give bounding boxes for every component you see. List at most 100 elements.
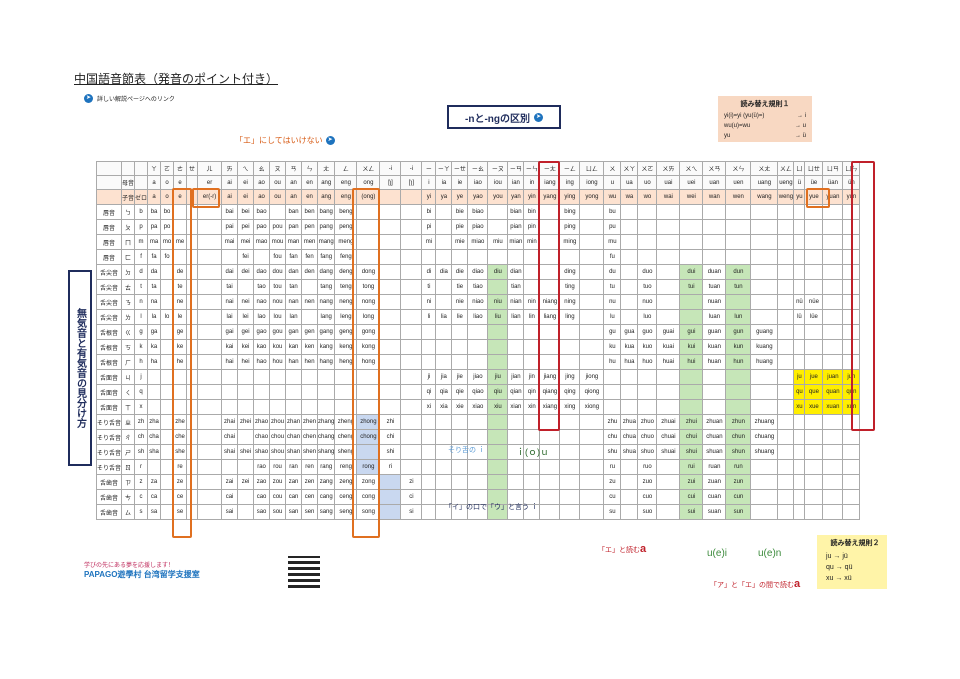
table-cell: chuo <box>637 429 658 445</box>
table-cell: yuan <box>822 189 844 205</box>
table-cell <box>379 324 402 340</box>
table-cell: ㄢ <box>285 161 303 176</box>
table-cell <box>822 504 844 520</box>
table-cell <box>559 489 581 505</box>
table-cell: ha <box>147 354 162 370</box>
table-cell: bei <box>237 204 255 220</box>
table-cell <box>269 369 287 385</box>
table-cell: men <box>301 234 319 250</box>
table-cell <box>400 309 423 325</box>
table-cell: ㄜ <box>173 161 188 176</box>
aspiration-side-label[interactable]: 無気音と有気音の見分け方 <box>68 270 92 466</box>
e-warning-text: 「エ」にしてはいけない <box>235 136 323 145</box>
table-cell: hen <box>301 354 319 370</box>
table-cell <box>197 249 223 265</box>
table-cell: ti <box>421 279 437 295</box>
table-cell <box>750 309 779 325</box>
table-cell: ㄝ <box>186 161 199 176</box>
reading-rule-1: 読み替え規則１ yi(i)=yi (yu(ü)=)→ i wu(u)=wu→ u… <box>718 96 812 142</box>
table-cell: j <box>134 369 149 385</box>
table-cell <box>656 234 681 250</box>
table-cell <box>253 369 271 385</box>
table-cell <box>400 429 423 445</box>
table-cell: zhuan <box>702 414 727 430</box>
table-cell <box>777 294 795 310</box>
table-cell: ru <box>603 459 622 475</box>
detail-link[interactable]: ➤ 詳しい解説ページへのリンク <box>84 94 175 103</box>
table-cell <box>121 161 136 176</box>
table-cell: ou <box>269 175 287 190</box>
table-cell <box>400 189 423 205</box>
table-cell <box>221 249 239 265</box>
n-ng-distinction-box[interactable]: -nと-ngの区別 ➤ <box>447 105 561 129</box>
table-cell <box>421 459 437 475</box>
table-cell: chua <box>620 429 639 445</box>
table-cell: o <box>160 175 175 190</box>
table-cell <box>637 204 658 220</box>
table-cell: nü <box>793 294 806 310</box>
table-cell <box>507 474 525 490</box>
table-cell <box>197 294 223 310</box>
table-cell <box>725 399 752 415</box>
table-cell: u <box>603 175 622 190</box>
table-cell: jiong <box>579 369 605 385</box>
cursor-icon[interactable]: ➤ <box>84 94 93 103</box>
table-cell <box>317 369 336 385</box>
table-cell: rang <box>317 459 336 475</box>
table-cell: 子音 <box>121 189 136 205</box>
table-cell <box>750 369 779 385</box>
table-cell: ye <box>451 189 469 205</box>
table-cell <box>467 474 489 490</box>
table-cell: la <box>147 309 162 325</box>
table-cell <box>197 459 223 475</box>
table-cell: nen <box>301 294 319 310</box>
table-cell <box>467 354 489 370</box>
table-cell <box>221 399 239 415</box>
table-cell <box>804 429 824 445</box>
table-cell: kan <box>285 339 303 355</box>
table-cell <box>435 429 453 445</box>
table-cell: sou <box>269 504 287 520</box>
table-cell <box>842 444 861 460</box>
table-cell <box>637 369 658 385</box>
table-cell: bai <box>221 204 239 220</box>
table-cell: guan <box>702 324 727 340</box>
table-cell: ying <box>559 189 581 205</box>
table-cell <box>702 234 727 250</box>
table-cell: b <box>134 204 149 220</box>
papago-logo[interactable]: 学びの先にある夢を応援します！ PAPAGO遊學村 台湾留学支援室 <box>84 560 200 580</box>
table-cell <box>379 369 402 385</box>
table-cell: ㄧㄡ <box>487 161 509 176</box>
cursor-icon[interactable]: ➤ <box>534 112 543 122</box>
table-cell: そり舌音 <box>95 459 123 475</box>
table-cell: ㄘ <box>121 489 136 505</box>
table-cell <box>579 474 605 490</box>
table-cell: ㄧㄠ <box>467 161 489 176</box>
table-cell: ya <box>435 189 453 205</box>
cursor-icon[interactable]: ➤ <box>325 136 335 145</box>
table-cell <box>822 309 844 325</box>
table-cell: ㄗ <box>121 474 136 490</box>
table-cell <box>603 369 622 385</box>
table-cell <box>637 234 658 250</box>
table-cell: ㄓ <box>121 414 136 430</box>
iou-note: ｉ(ｏ)ｕ <box>516 447 549 457</box>
table-cell: bi <box>421 204 437 220</box>
table-cell: mai <box>221 234 239 250</box>
table-cell <box>793 429 806 445</box>
table-cell <box>197 504 223 520</box>
table-cell: x <box>134 399 149 415</box>
table-cell: qian <box>507 384 525 400</box>
table-cell: a <box>147 189 162 205</box>
table-cell <box>804 489 824 505</box>
table-cell <box>656 399 681 415</box>
table-cell <box>777 249 795 265</box>
table-cell <box>842 429 861 445</box>
table-cell: ben <box>301 204 319 220</box>
table-cell: pian <box>507 219 525 235</box>
table-cell <box>147 399 162 415</box>
table-cell <box>637 219 658 235</box>
table-cell: ming <box>559 234 581 250</box>
table-cell: ㄨㄚ <box>620 161 639 176</box>
